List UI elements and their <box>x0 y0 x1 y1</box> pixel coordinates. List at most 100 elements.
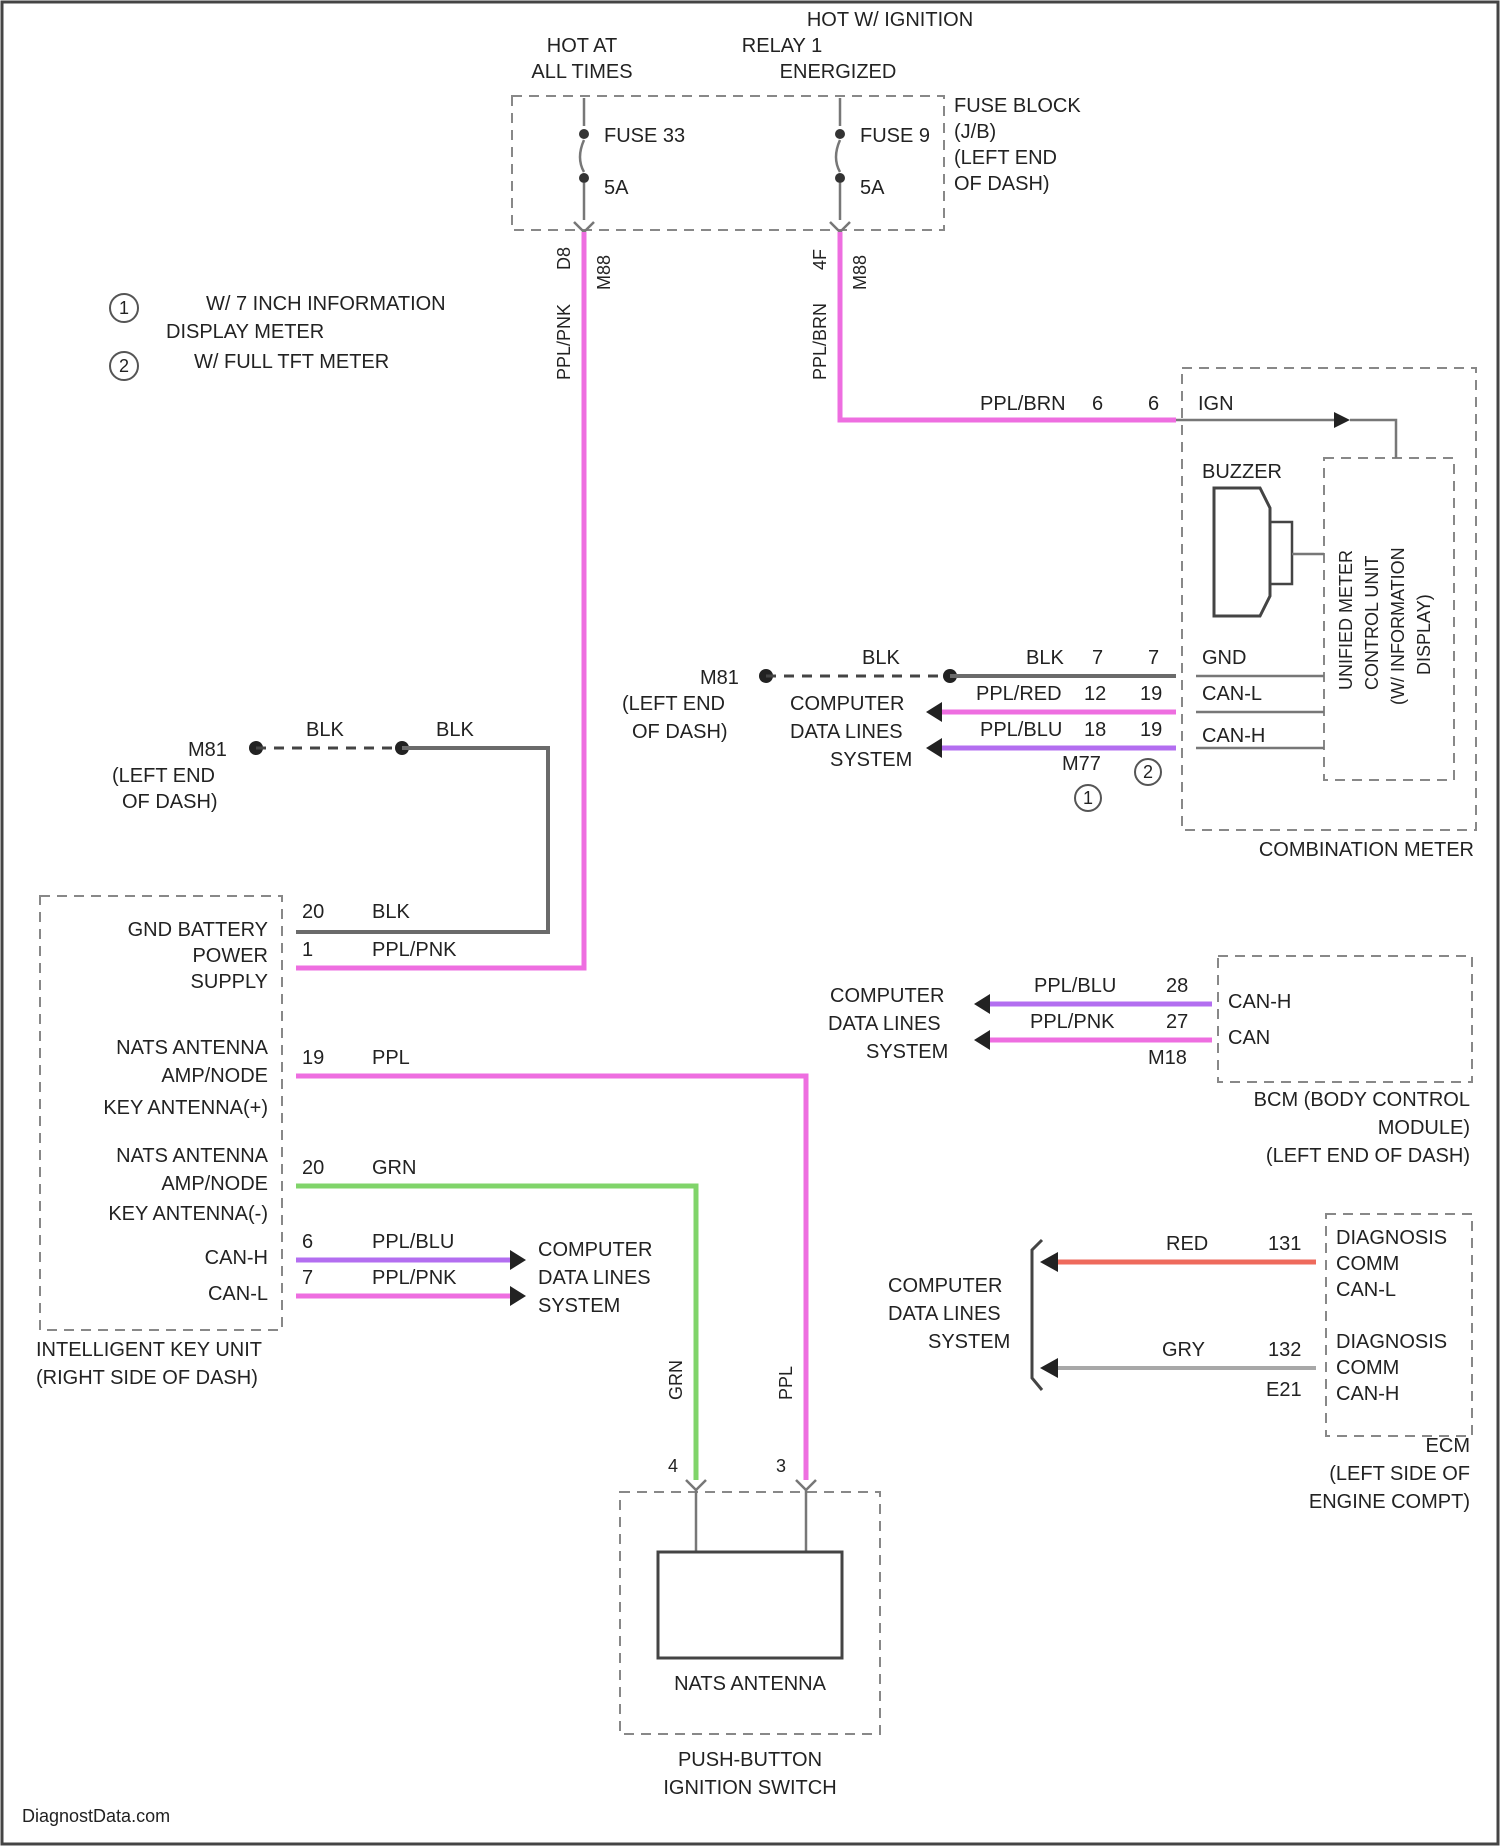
key-row-label-key-antenna-plus: KEY ANTENNA(+) <box>103 1097 268 1119</box>
ecm-title-2: (LEFT SIDE OF <box>1329 1463 1470 1485</box>
ecm-diag-l-1: DIAGNOSIS <box>1336 1227 1447 1249</box>
fuse-block: HOT W/ IGNITION HOT AT ALL TIMES RELAY 1… <box>512 9 1081 380</box>
bcm-title-1: BCM (BODY CONTROL <box>1254 1089 1470 1111</box>
bcm-title-2: MODULE) <box>1378 1117 1470 1139</box>
unit-label-1: UNIFIED METER <box>1336 550 1356 690</box>
legend-symbol-1-number: 1 <box>119 298 129 318</box>
unit-label-4: DISPLAY) <box>1414 594 1434 675</box>
key-unit-ground: M81 (LEFT END OF DASH) BLK BLK <box>112 719 548 932</box>
fuse-a-name: FUSE 33 <box>604 125 685 147</box>
fuse-block-label-2: (J/B) <box>954 121 996 143</box>
push-button-title-2: IGNITION SWITCH <box>663 1777 836 1799</box>
buzzer-label: BUZZER <box>1202 461 1282 483</box>
meter-canl-wire: PPL/RED <box>976 683 1062 705</box>
bcm-can-h-arrow <box>974 994 990 1014</box>
meter-can-l-arrow <box>926 702 942 722</box>
key-row-label-key-antenna-minus: KEY ANTENNA(-) <box>108 1203 268 1225</box>
wire-a-pin: D8 <box>554 247 574 270</box>
ecm-red-pin: 131 <box>1268 1233 1301 1255</box>
nats-antenna-label: NATS ANTENNA <box>674 1673 827 1695</box>
key-pin-20-grn: 20 <box>302 1157 324 1179</box>
nats-antenna-block <box>658 1552 842 1658</box>
push-ppl-wire-label: PPL <box>776 1366 796 1400</box>
push-connector-grn-symbol <box>686 1480 706 1490</box>
ecm-gry-wire: GRY <box>1162 1339 1205 1361</box>
meter-ground-wire-a: BLK <box>862 647 900 669</box>
buzzer-icon <box>1214 488 1270 616</box>
fuse-block-box <box>512 96 944 230</box>
wire-a-label: PPL/PNK <box>554 304 574 380</box>
wire-b-pin: 4F <box>810 249 830 270</box>
bcm-canh-label: CAN-H <box>1228 991 1291 1013</box>
relay-energized-label-2: ENERGIZED <box>780 61 897 83</box>
legend: 1 W/ 7 INCH INFORMATION DISPLAY METER 2 … <box>110 293 446 380</box>
fuse-a-terminal-bottom <box>579 173 589 183</box>
hot-in-ignition-label: HOT W/ IGNITION <box>807 9 973 31</box>
key-pin-7: 7 <box>302 1267 313 1289</box>
key-row-label-supply: SUPPLY <box>191 971 268 993</box>
key-row-label-gnd-battery: GND BATTERY <box>128 919 268 941</box>
bcm-canl-pin: 27 <box>1166 1011 1188 1033</box>
ground-ref-key: M81 <box>188 739 227 761</box>
meter-ground-pin-a: 7 <box>1092 647 1103 669</box>
meter-ign-pin-b: 6 <box>1148 393 1159 415</box>
key-pin-1-power: 1 <box>302 939 313 961</box>
key-row-label-nats-antenna-2: NATS ANTENNA <box>116 1145 269 1167</box>
meter-ground-wire-b: BLK <box>1026 647 1064 669</box>
key-row-label-can-h: CAN-H <box>205 1247 268 1269</box>
combination-meter-title: COMBINATION METER <box>1259 839 1474 861</box>
fuse-b-rating: 5A <box>860 177 885 199</box>
key-row-label-power: POWER <box>192 945 268 967</box>
push-connector-ppl-symbol <box>796 1480 816 1490</box>
meter-canh-pin-a: 18 <box>1084 719 1106 741</box>
ecm-diag-h-3: CAN-H <box>1336 1383 1399 1405</box>
legend-symbol-2-number: 2 <box>119 356 129 376</box>
buzzer-coil-icon <box>1270 522 1292 584</box>
ecm-title-3: ENGINE COMPT) <box>1309 1491 1470 1513</box>
meter-canh-wire: PPL/BLU <box>980 719 1062 741</box>
fuse-b-terminal-bottom <box>835 173 845 183</box>
key-unit-title-1: INTELLIGENT KEY UNIT <box>36 1339 262 1361</box>
ecm-module: COMPUTER DATA LINES SYSTEM RED 131 GRY 1… <box>888 1214 1472 1513</box>
meter-ground-pin-b: 7 <box>1148 647 1159 669</box>
meter-canh-pin-b: 19 <box>1140 719 1162 741</box>
wires <box>296 232 1176 1480</box>
legend-text-1a: W/ 7 INCH INFORMATION <box>206 293 446 315</box>
bcm-box <box>1218 956 1472 1082</box>
ground-location-meter-1: (LEFT END <box>622 693 725 715</box>
ecm-data-lines-3: SYSTEM <box>928 1331 1010 1353</box>
bcm-connector: M18 <box>1148 1047 1187 1069</box>
key-row-label-amp-node-2: AMP/NODE <box>161 1173 268 1195</box>
push-grn-pin: 4 <box>668 1456 678 1476</box>
fuse-a-terminal-top <box>579 129 589 139</box>
legend-text-1b: DISPLAY METER <box>166 321 324 343</box>
ecm-red-wire: RED <box>1166 1233 1208 1255</box>
ground-ref-meter: M81 <box>700 667 739 689</box>
combination-meter: PPL/BRN 6 6 IGN BUZZER UNIFIED METER CON… <box>622 368 1476 861</box>
ground-wire-key-a: BLK <box>306 719 344 741</box>
meter-connector-m77: M77 <box>1062 753 1101 775</box>
wire-blk-key-ground <box>296 748 548 932</box>
meter-note-2: 2 <box>1143 762 1153 782</box>
wire-ppl-pnk-power <box>296 232 584 968</box>
fuse-b-name: FUSE 9 <box>860 125 930 147</box>
ign-to-unit <box>1350 420 1396 458</box>
fuse-block-label-4: OF DASH) <box>954 173 1050 195</box>
key-unit-title-2: (RIGHT SIDE OF DASH) <box>36 1367 258 1389</box>
fuse-b-terminal-top <box>835 129 845 139</box>
key-wire-grn: GRN <box>372 1157 416 1179</box>
meter-ign-wire: PPL/BRN <box>980 393 1066 415</box>
legend-text-2: W/ FULL TFT METER <box>194 351 389 373</box>
meter-note-1: 1 <box>1083 788 1093 808</box>
ecm-diag-h-1: DIAGNOSIS <box>1336 1331 1447 1353</box>
key-unit-pin-labels: GND BATTERY POWER SUPPLY NATS ANTENNA AM… <box>103 919 268 1305</box>
ign-arrow-icon <box>1334 412 1350 428</box>
meter-data-lines-1: COMPUTER <box>790 693 904 715</box>
meter-can-h-arrow <box>926 738 942 758</box>
ground-location-key-2: OF DASH) <box>122 791 218 813</box>
key-row-label-nats-antenna-1: NATS ANTENNA <box>116 1037 269 1059</box>
ecm-gry-arrow <box>1040 1358 1058 1378</box>
fuse-block-label-3: (LEFT END <box>954 147 1057 169</box>
ecm-diag-h-2: COMM <box>1336 1357 1399 1379</box>
